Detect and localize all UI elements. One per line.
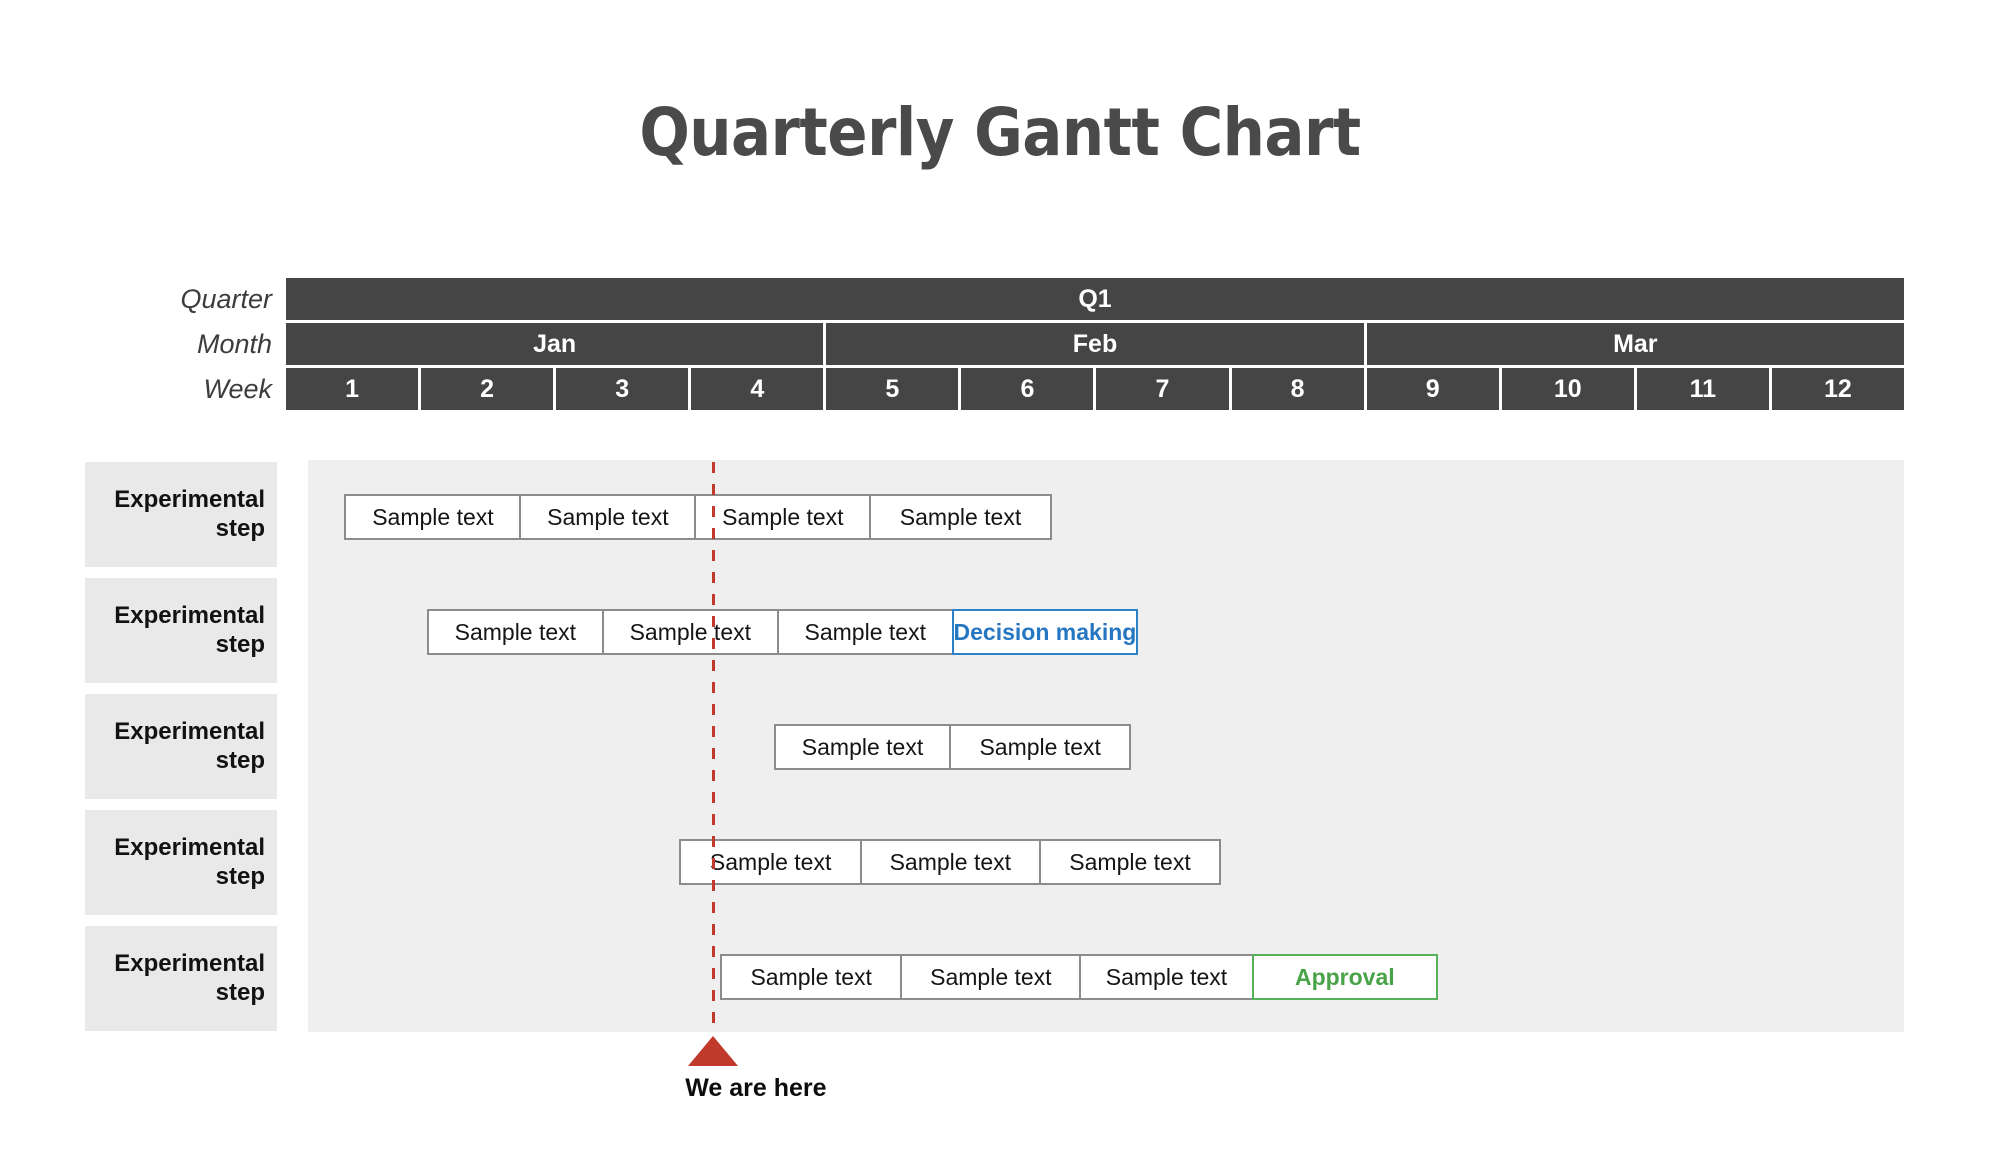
step-label: Experimental step	[85, 694, 277, 799]
week-cell-1: 1	[286, 368, 419, 410]
task-bar[interactable]: Decision making	[951, 609, 1139, 655]
task-bar[interactable]: Sample text	[720, 954, 903, 1000]
task-bar[interactable]: Sample text	[694, 494, 872, 540]
task-bar[interactable]: Sample text	[859, 839, 1041, 885]
today-dashed-line	[712, 462, 716, 1032]
task-bar[interactable]: Sample text	[601, 609, 779, 655]
quarter-cell-q1: Q1	[286, 278, 1904, 320]
task-bar[interactable]: Sample text	[679, 839, 862, 885]
task-bar[interactable]: Sample text	[948, 724, 1132, 770]
quarter-row: Q1	[286, 278, 1904, 320]
week-cell-10: 10	[1501, 368, 1634, 410]
task-bar[interactable]: Sample text	[774, 724, 951, 770]
timeline-row-labels: Quarter Month Week	[0, 0, 272, 404]
task-bar[interactable]: Sample text	[869, 494, 1052, 540]
week-cell-4: 4	[691, 368, 824, 410]
task-bar[interactable]: Sample text	[426, 609, 604, 655]
week-cell-2: 2	[421, 368, 554, 410]
task-bar[interactable]: Sample text	[776, 609, 954, 655]
step-label: Experimental step	[85, 926, 277, 1031]
month-cell-feb: Feb	[826, 323, 1364, 365]
week-cell-5: 5	[826, 368, 959, 410]
row-label-month: Month	[196, 329, 272, 359]
task-bar[interactable]: Sample text	[1038, 839, 1222, 885]
week-cell-12: 12	[1771, 368, 1904, 410]
week-cell-9: 9	[1366, 368, 1499, 410]
row-label-week: Week	[203, 374, 272, 404]
month-cell-mar: Mar	[1366, 323, 1904, 365]
task-bar[interactable]: Approval	[1251, 954, 1439, 1000]
step-label: Experimental step	[85, 578, 277, 683]
task-bar[interactable]: Sample text	[1079, 954, 1254, 1000]
week-cell-11: 11	[1636, 368, 1769, 410]
step-label: Experimental step	[85, 810, 277, 915]
month-cell-jan: Jan	[286, 323, 824, 365]
row-label-quarter: Quarter	[180, 284, 272, 314]
today-label: We are here	[685, 1074, 827, 1102]
today-marker: We are here	[685, 1036, 827, 1103]
week-cell-8: 8	[1231, 368, 1364, 410]
week-cell-7: 7	[1096, 368, 1229, 410]
week-cell-3: 3	[556, 368, 689, 410]
triangle-up-icon	[688, 1036, 739, 1066]
page-title: Quarterly Gantt Chart	[639, 94, 1361, 171]
task-bar[interactable]: Sample text	[519, 494, 697, 540]
week-cell-6: 6	[961, 368, 1094, 410]
task-bar[interactable]: Sample text	[344, 494, 522, 540]
step-label: Experimental step	[85, 462, 277, 567]
task-bar[interactable]: Sample text	[900, 954, 1082, 1000]
